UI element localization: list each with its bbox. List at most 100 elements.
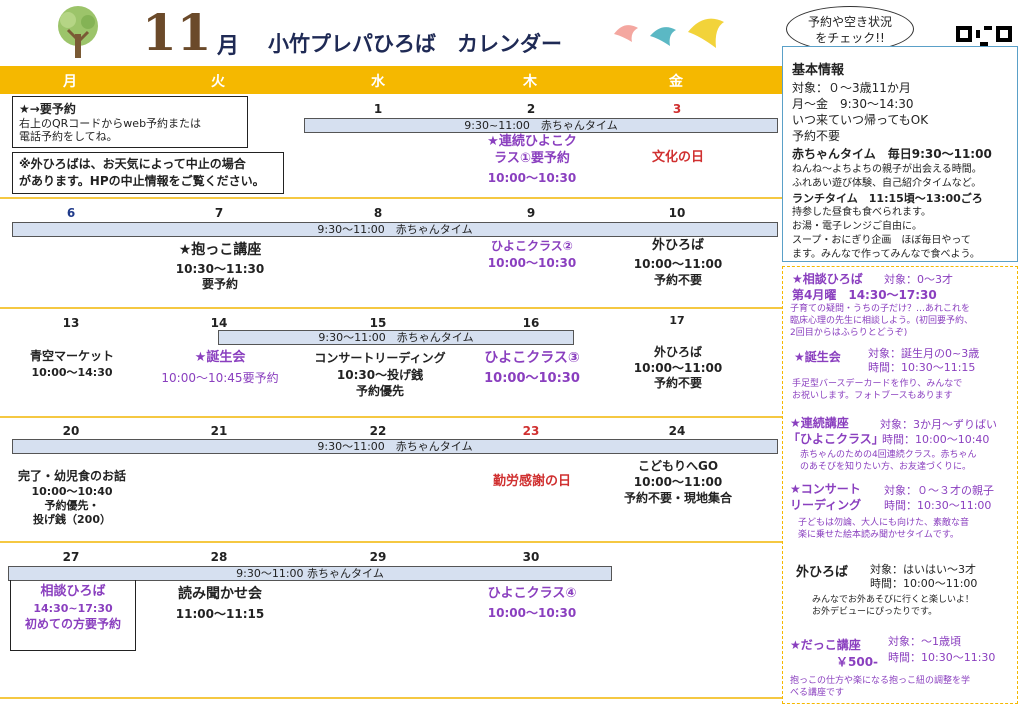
row-divider [0, 307, 782, 309]
page-title: 小竹プレパひろば カレンダー [268, 32, 562, 56]
event-hiyoko-2-time: 10:00～10:30 [487, 256, 577, 270]
info-baby-title: 赤ちゃんタイム 毎日9:30～11:00 [792, 147, 992, 161]
event-aozora-time: 10:00～14:30 [31, 366, 113, 379]
holiday-label: 勤労感謝の日 [492, 474, 571, 489]
event-desc: みんなでお外あそびに行くと楽しいよ！ [812, 595, 974, 605]
info-panel [782, 46, 1018, 262]
event-hiyoko-2[interactable]: ひよこクラス② [491, 239, 573, 253]
event-hiyoko-1-time: 10:00～10:30 [487, 171, 577, 185]
event-hiyoko-target: 対象：3か月～ずりばい [880, 418, 997, 431]
event-desc: お外デビューにぴったりです。 [812, 607, 938, 617]
event-soudan-day: 第4月曜 14:30～17:30 [792, 288, 937, 302]
event-hiyoko-4[interactable]: ひよこクラス④ [487, 586, 577, 601]
event-desc: 2回目からはふらりとどうぞ) [790, 328, 908, 338]
event-youjishoku-note2: 投げ銭（200） [33, 513, 111, 526]
info-line: スープ・おにぎり企画 ほぼ毎日やって [792, 235, 971, 246]
event-tanjo-title: ★誕生会 [794, 350, 841, 364]
baby-time-bar: 9:30~11:00 赤ちゃんタイム [304, 118, 778, 133]
event-soudan-note: 初めての方要予約 [24, 617, 121, 631]
day-16[interactable]: 16 [522, 316, 540, 330]
event-desc: 赤ちゃんのための4回連続クラス。赤ちゃん [800, 450, 977, 460]
event-hiyoko-3-time: 10:00～10:30 [484, 371, 580, 386]
day-7[interactable]: 7 [214, 206, 224, 220]
day-30[interactable]: 30 [522, 550, 540, 564]
event-desc: 子育ての疑問・うちの子だけ？…あれこれを [790, 304, 971, 314]
info-heading: 基本情報 [792, 63, 845, 78]
info-line: 予約不要 [792, 129, 841, 143]
bird-icon-yellow [686, 12, 728, 54]
event-yomikikase[interactable]: 読み聞かせ会 [178, 586, 262, 602]
day-22[interactable]: 22 [369, 424, 387, 438]
event-aozora[interactable]: 青空マーケット [29, 349, 114, 363]
day-17[interactable]: 17 [669, 314, 685, 327]
day-15[interactable]: 15 [369, 316, 387, 330]
weekday-tue: 火 [211, 74, 225, 90]
row-divider [0, 697, 782, 699]
event-desc: のあそびを知りたい方、お友達づくりに。 [800, 462, 972, 472]
event-hiyoko-3[interactable]: ひよこクラス③ [484, 350, 580, 366]
weekday-thu: 木 [523, 74, 537, 90]
event-desc: お祝いします。フォトブースもあります [792, 391, 953, 401]
event-soto-time: 時間：10:00～11:00 [870, 577, 978, 590]
info-line: 対象：０～3歳11か月 [792, 81, 911, 95]
event-concert-target: 対象：０～３才の親子 [884, 484, 994, 497]
day-24[interactable]: 24 [668, 424, 686, 438]
day-8[interactable]: 8 [373, 206, 383, 220]
event-concert[interactable]: コンサートリーディング [314, 351, 446, 365]
soudan-box[interactable] [10, 580, 136, 651]
event-concert-time: 10:30～投げ銭 [336, 368, 424, 382]
event-dakko[interactable]: ★抱っこ講座 [178, 242, 262, 258]
weekday-header-bar [0, 66, 782, 94]
day-23[interactable]: 23 [522, 424, 540, 438]
event-dakko-time: 10:30～11:30 [175, 262, 265, 276]
day-21[interactable]: 21 [210, 424, 228, 438]
day-14[interactable]: 14 [210, 316, 228, 330]
bird-icon-pink [612, 20, 642, 48]
day-1[interactable]: 1 [373, 102, 383, 116]
event-tanjo-time: 時間：10:30～11:15 [868, 361, 976, 374]
day-10[interactable]: 10 [668, 206, 686, 220]
event-soudan[interactable]: 相談ひろば [40, 584, 106, 599]
info-line: 持参した昼食も食べられます。 [792, 207, 931, 218]
day-29[interactable]: 29 [369, 550, 387, 564]
day-20[interactable]: 20 [62, 424, 80, 438]
tree-logo [48, 4, 108, 60]
month-number: 11 [142, 3, 212, 62]
event-soto-title: 外ひろば [796, 565, 849, 580]
event-soto[interactable]: 外ひろば [651, 238, 704, 253]
info-lunch-title: ランチタイム 11:15頃～13:00ごろ [792, 192, 983, 205]
day-9[interactable]: 9 [526, 206, 536, 220]
weekday-wed: 水 [371, 74, 385, 90]
baby-time-bar: 9:30～11:00 赤ちゃんタイム [12, 439, 778, 454]
event-soto[interactable]: 外ひろば [653, 345, 702, 359]
event-dakko-note: 要予約 [201, 277, 238, 291]
day-13[interactable]: 13 [62, 316, 80, 330]
event-youjishoku-note1: 予約優先・ [44, 499, 100, 512]
event-desc: べる講座です [790, 688, 845, 698]
info-line: お湯・電子レンジご自由に。 [792, 221, 922, 232]
event-desc: 臨床心理の先生に相談しよう。(初回要予約、 [790, 316, 973, 326]
event-kodomori-time: 10:00～11:00 [633, 475, 723, 489]
event-concert-note: 予約優先 [355, 384, 404, 398]
day-3[interactable]: 3 [672, 102, 682, 116]
day-27[interactable]: 27 [62, 550, 80, 564]
event-soto-note: 予約不要 [653, 376, 702, 390]
event-tanjo[interactable]: ★誕生会 [194, 350, 246, 365]
notice-weather: ※外ひろばは、お天気によって中止の場合 があります。HPの中止情報をご覧ください… [12, 152, 284, 194]
info-line: ます。みんなで作ってみんなで食べよう。 [792, 249, 980, 260]
event-hiyoko-1-line2[interactable]: ラス①要予約 [494, 151, 570, 166]
event-soto-target: 対象：はいはい～3才 [870, 563, 976, 576]
event-dakko-price: ￥500- [836, 655, 879, 669]
event-soudan-time: 14:30~17:30 [33, 602, 113, 615]
event-desc: 子どもは勿論、大人にも向けた、素敵な音 [798, 518, 970, 528]
weekday-mon: 月 [63, 74, 77, 90]
event-soudan-title: ★相談ひろば [792, 272, 863, 286]
day-28[interactable]: 28 [210, 550, 228, 564]
day-6[interactable]: 6 [66, 206, 76, 220]
event-hiyoko-1[interactable]: ★連続ひよこク [487, 134, 577, 149]
event-kodomori[interactable]: こどもりへGO [637, 459, 719, 473]
event-dakko-time: 時間：10:30～11:30 [888, 651, 996, 664]
day-2[interactable]: 2 [526, 102, 536, 116]
event-youjishoku[interactable]: 完了・幼児食のお話 [17, 469, 126, 483]
weekday-fri: 金 [669, 74, 683, 90]
